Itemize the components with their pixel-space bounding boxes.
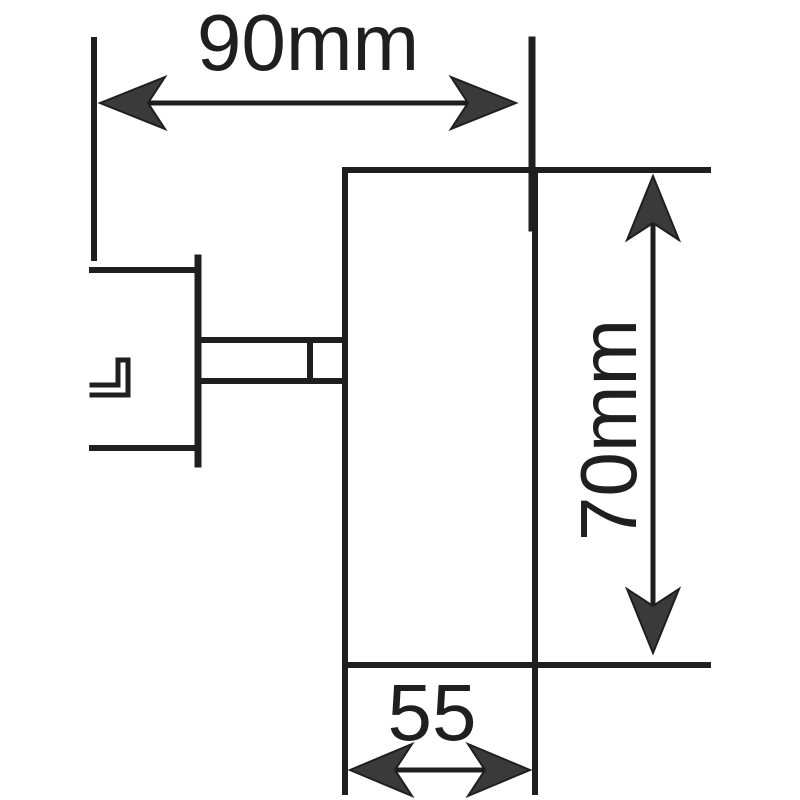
light-body: [342, 167, 711, 668]
connecting-arm: [199, 337, 348, 384]
depth-arrow-right-icon: [465, 741, 533, 799]
mount-symbol: [89, 357, 131, 398]
depth-arrow-left-icon: [347, 741, 415, 799]
height-dimension-label: 70mm: [564, 319, 653, 541]
depth-dimension-label: 55: [388, 668, 477, 757]
width-dimension-label: 90mm: [197, 0, 419, 87]
width-arrow-left-icon: [97, 74, 168, 132]
width-arrow-right-icon: [448, 74, 519, 132]
height-arrow-bottom-icon: [624, 586, 682, 656]
wall-mount: [89, 254, 202, 468]
height-arrow-top-icon: [624, 173, 682, 243]
